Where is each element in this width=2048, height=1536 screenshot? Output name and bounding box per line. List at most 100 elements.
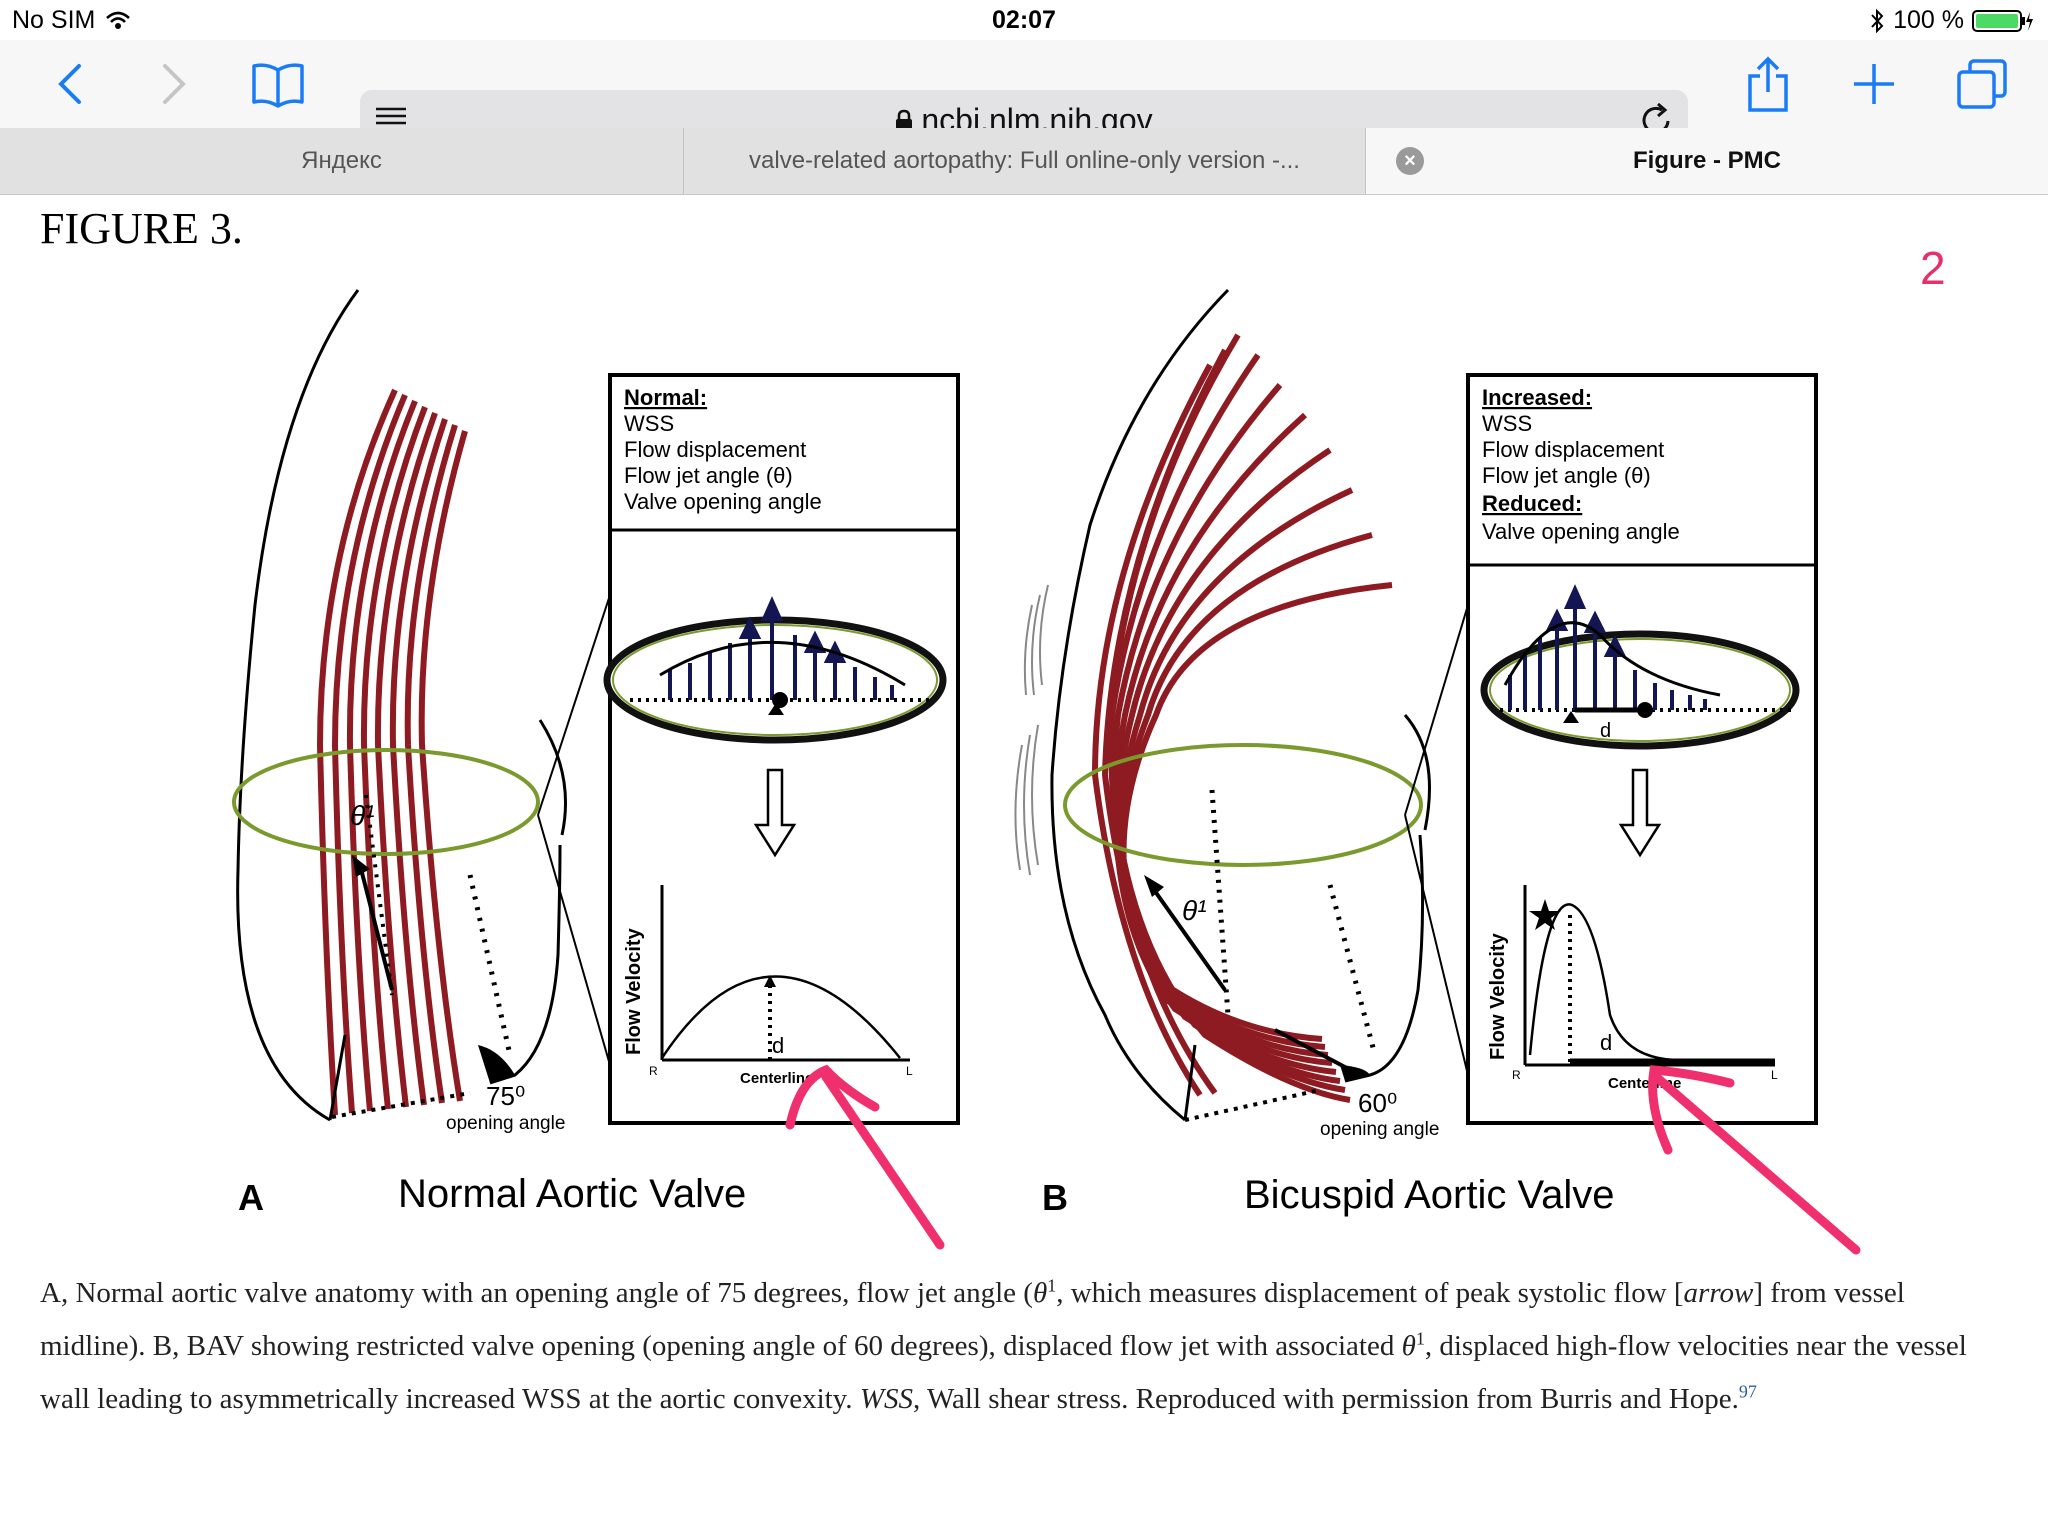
valve-ring-a (232, 748, 540, 856)
streamlines-a (316, 388, 468, 1116)
caption-theta-2: θ (1401, 1330, 1416, 1362)
figure-title: FIGURE 3. (40, 204, 243, 253)
panel-a: θ¹ 75⁰ opening angle Normal: WSS Flow di… (232, 289, 960, 1218)
cross-section-b (1480, 630, 1800, 750)
ylabel-b: Flow Velocity (1487, 932, 1509, 1060)
chevron-left-icon (58, 64, 81, 104)
zoom-line-top-a (537, 594, 611, 816)
leaflet-dots-b (1327, 884, 1378, 1056)
x-left-b: R (1512, 1068, 1521, 1082)
box-line-a-0: WSS (624, 411, 674, 436)
battery-icon (1972, 9, 2033, 32)
opening-angle-wedge-b (1340, 1065, 1370, 1081)
annotation-arrows (785, 1064, 1861, 1255)
star-icon (1529, 899, 1561, 930)
down-arrow-icon (753, 768, 797, 858)
status-right: 100 % (1869, 6, 2034, 35)
tab-label: valve-related aortopathy: Full online-on… (749, 147, 1300, 174)
jet-arrow-head-b (1144, 875, 1164, 897)
box-line-b-1: Flow displacement (1482, 437, 1664, 462)
share-button[interactable] (1736, 52, 1800, 116)
d-section-b: d (1600, 720, 1611, 742)
panel-letter-a: A (238, 1177, 264, 1218)
caption-arrow-word: arrow (1683, 1277, 1754, 1309)
caption-text-1: A, Normal aortic valve anatomy with an o… (40, 1277, 1033, 1309)
aorta-outline-a (236, 289, 360, 1122)
back-button[interactable] (38, 52, 102, 116)
x-right-b: L (1771, 1068, 1778, 1082)
zoom-line-bottom-b (1404, 814, 1469, 1076)
new-tab-button[interactable] (1842, 52, 1906, 116)
tabs-overview-button[interactable] (1950, 52, 2014, 116)
panel-b: θ¹ 60⁰ opening angle Increased: WSS Flow… (1014, 288, 1818, 1218)
close-tab-icon[interactable]: × (1396, 147, 1424, 175)
tab-label: Figure - PMC (1633, 147, 1781, 174)
caption-sup-2: 1 (1415, 1328, 1425, 1349)
inset-box-a (608, 373, 960, 1125)
book-icon (252, 63, 304, 108)
status-bar: No SIM 02:07 100 % (0, 0, 2048, 40)
aorta-wall-b (1344, 834, 1425, 1083)
velocity-curve-b (1528, 903, 1681, 1062)
panel-letter-b: B (1042, 1177, 1068, 1218)
jet-arrow-a (358, 864, 394, 991)
x-left-a: R (649, 1064, 658, 1078)
tab-strip: Яндекс valve-related aortopathy: Full on… (0, 128, 2048, 195)
annotation-arrow-b (1649, 1070, 1861, 1255)
angle-caption-b: opening angle (1320, 1119, 1439, 1140)
page-content: FIGURE 3. 2 θ¹ (0, 195, 2048, 1536)
share-icon (1748, 56, 1788, 112)
leaflet-dots-a (467, 874, 513, 1056)
annotation-arrow-a (821, 1072, 945, 1250)
aorta-outline-b (1050, 288, 1230, 1122)
box-line-a-1: Flow displacement (624, 437, 806, 462)
leaflet-line-a (328, 1034, 347, 1121)
tab-figure-pmc[interactable]: × Figure - PMC (1366, 128, 2048, 194)
caption-sup-1: 1 (1047, 1275, 1057, 1296)
tab-yandex[interactable]: Яндекс (0, 128, 684, 194)
reference-link[interactable]: 97 (1738, 1381, 1757, 1402)
aorta-wall-a (489, 844, 562, 1085)
page-number-annotation: 2 (1920, 242, 1946, 294)
panel-name-a: Normal Aortic Valve (398, 1172, 746, 1216)
d-label-a: d (772, 1033, 784, 1058)
midline-b (1209, 789, 1231, 1016)
opening-angle-wedge-a (478, 1045, 515, 1083)
box-title-a: Normal: (624, 385, 707, 410)
wifi-icon (106, 11, 131, 29)
box-line-a-2: Flow jet angle (θ) (624, 463, 793, 488)
velocity-arrows-a (668, 596, 894, 700)
caption-text-4: , displaced high-flow velocities near th… (40, 1330, 1967, 1415)
angle-caption-a: opening angle (446, 1113, 565, 1134)
carrier-label: No SIM (12, 6, 96, 34)
jet-arrow-head-a (352, 855, 370, 877)
theta-label-a: θ¹ (350, 800, 375, 831)
wall-shear-marks-b (1014, 584, 1049, 876)
angle-value-b: 60⁰ (1358, 1088, 1397, 1118)
zoom-line-top-b (1404, 604, 1469, 816)
aorta-wall-right-b (1403, 714, 1431, 831)
jet-arrow-b (1150, 885, 1227, 992)
tab-label: Яндекс (301, 147, 382, 174)
valve-ring-b (1063, 743, 1423, 867)
angle-value-a: 75⁰ (486, 1081, 525, 1111)
d-label-b: d (1600, 1030, 1612, 1055)
bluetooth-icon (1871, 8, 1884, 33)
clock: 02:07 (992, 6, 1056, 34)
annulus-dots-b (1184, 1088, 1321, 1122)
streamlines-b (1091, 333, 1393, 1103)
cross-section-a (603, 616, 947, 744)
velocity-curve-a (660, 975, 901, 1059)
bookmarks-button[interactable] (246, 52, 310, 116)
battery-percent: 100 % (1893, 6, 1964, 34)
plus-icon (1854, 64, 1894, 104)
box-title-b: Increased: (1482, 385, 1592, 410)
theta-label-b: θ¹ (1182, 895, 1207, 926)
box-line-b-2: Flow jet angle (θ) (1482, 463, 1651, 488)
zoom-line-bottom-a (537, 814, 611, 1066)
forward-button[interactable] (142, 52, 206, 116)
x-label-a: Centerline (740, 1070, 813, 1087)
caption-text-5: , Wall shear stress. Reproduced with per… (912, 1383, 1739, 1415)
tab-aortopathy[interactable]: valve-related aortopathy: Full online-on… (684, 128, 1366, 194)
midline-a (364, 794, 394, 996)
